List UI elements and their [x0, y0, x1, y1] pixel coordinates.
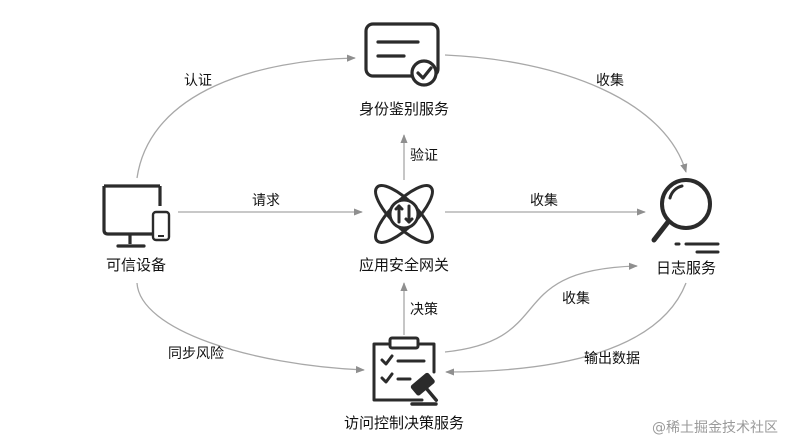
edge-label-gateway-to-log: 收集	[530, 192, 558, 209]
log-magnifier-icon	[651, 178, 720, 254]
policy-clipboard-gavel-icon	[372, 336, 438, 406]
edge-device-to-identity	[136, 54, 356, 179]
node-label-device: 可信设备	[106, 256, 166, 274]
edge-label-device-to-policy: 同步风险	[168, 346, 224, 362]
node-label-identity: 身份鉴别服务	[359, 100, 449, 118]
edge-identity-to-log	[444, 54, 688, 173]
gateway-atom-arrows-icon	[374, 184, 434, 244]
edge-label-policy-to-gateway: 决策	[410, 301, 438, 318]
device-monitor-phone-icon	[102, 184, 171, 248]
node-label-policy: 访问控制决策服务	[344, 414, 464, 432]
id-card-check-icon	[364, 22, 440, 87]
node-label-gateway: 应用安全网关	[359, 256, 449, 274]
watermark-text: @稀土掘金技术社区	[652, 420, 778, 436]
edge-label-device-to-gateway: 请求	[252, 193, 280, 209]
edge-device-to-policy	[136, 282, 365, 374]
edge-label-device-to-identity: 认证	[184, 73, 212, 89]
edge-log-to-policy	[445, 282, 687, 376]
edge-label-policy-to-log: 收集	[562, 290, 590, 307]
edge-label-log-to-policy: 输出数据	[584, 351, 640, 367]
node-label-log: 日志服务	[656, 259, 716, 277]
edge-label-gateway-to-identity: 验证	[410, 148, 438, 164]
edge-policy-to-log	[444, 262, 638, 353]
edge-label-identity-to-log: 收集	[596, 72, 624, 89]
